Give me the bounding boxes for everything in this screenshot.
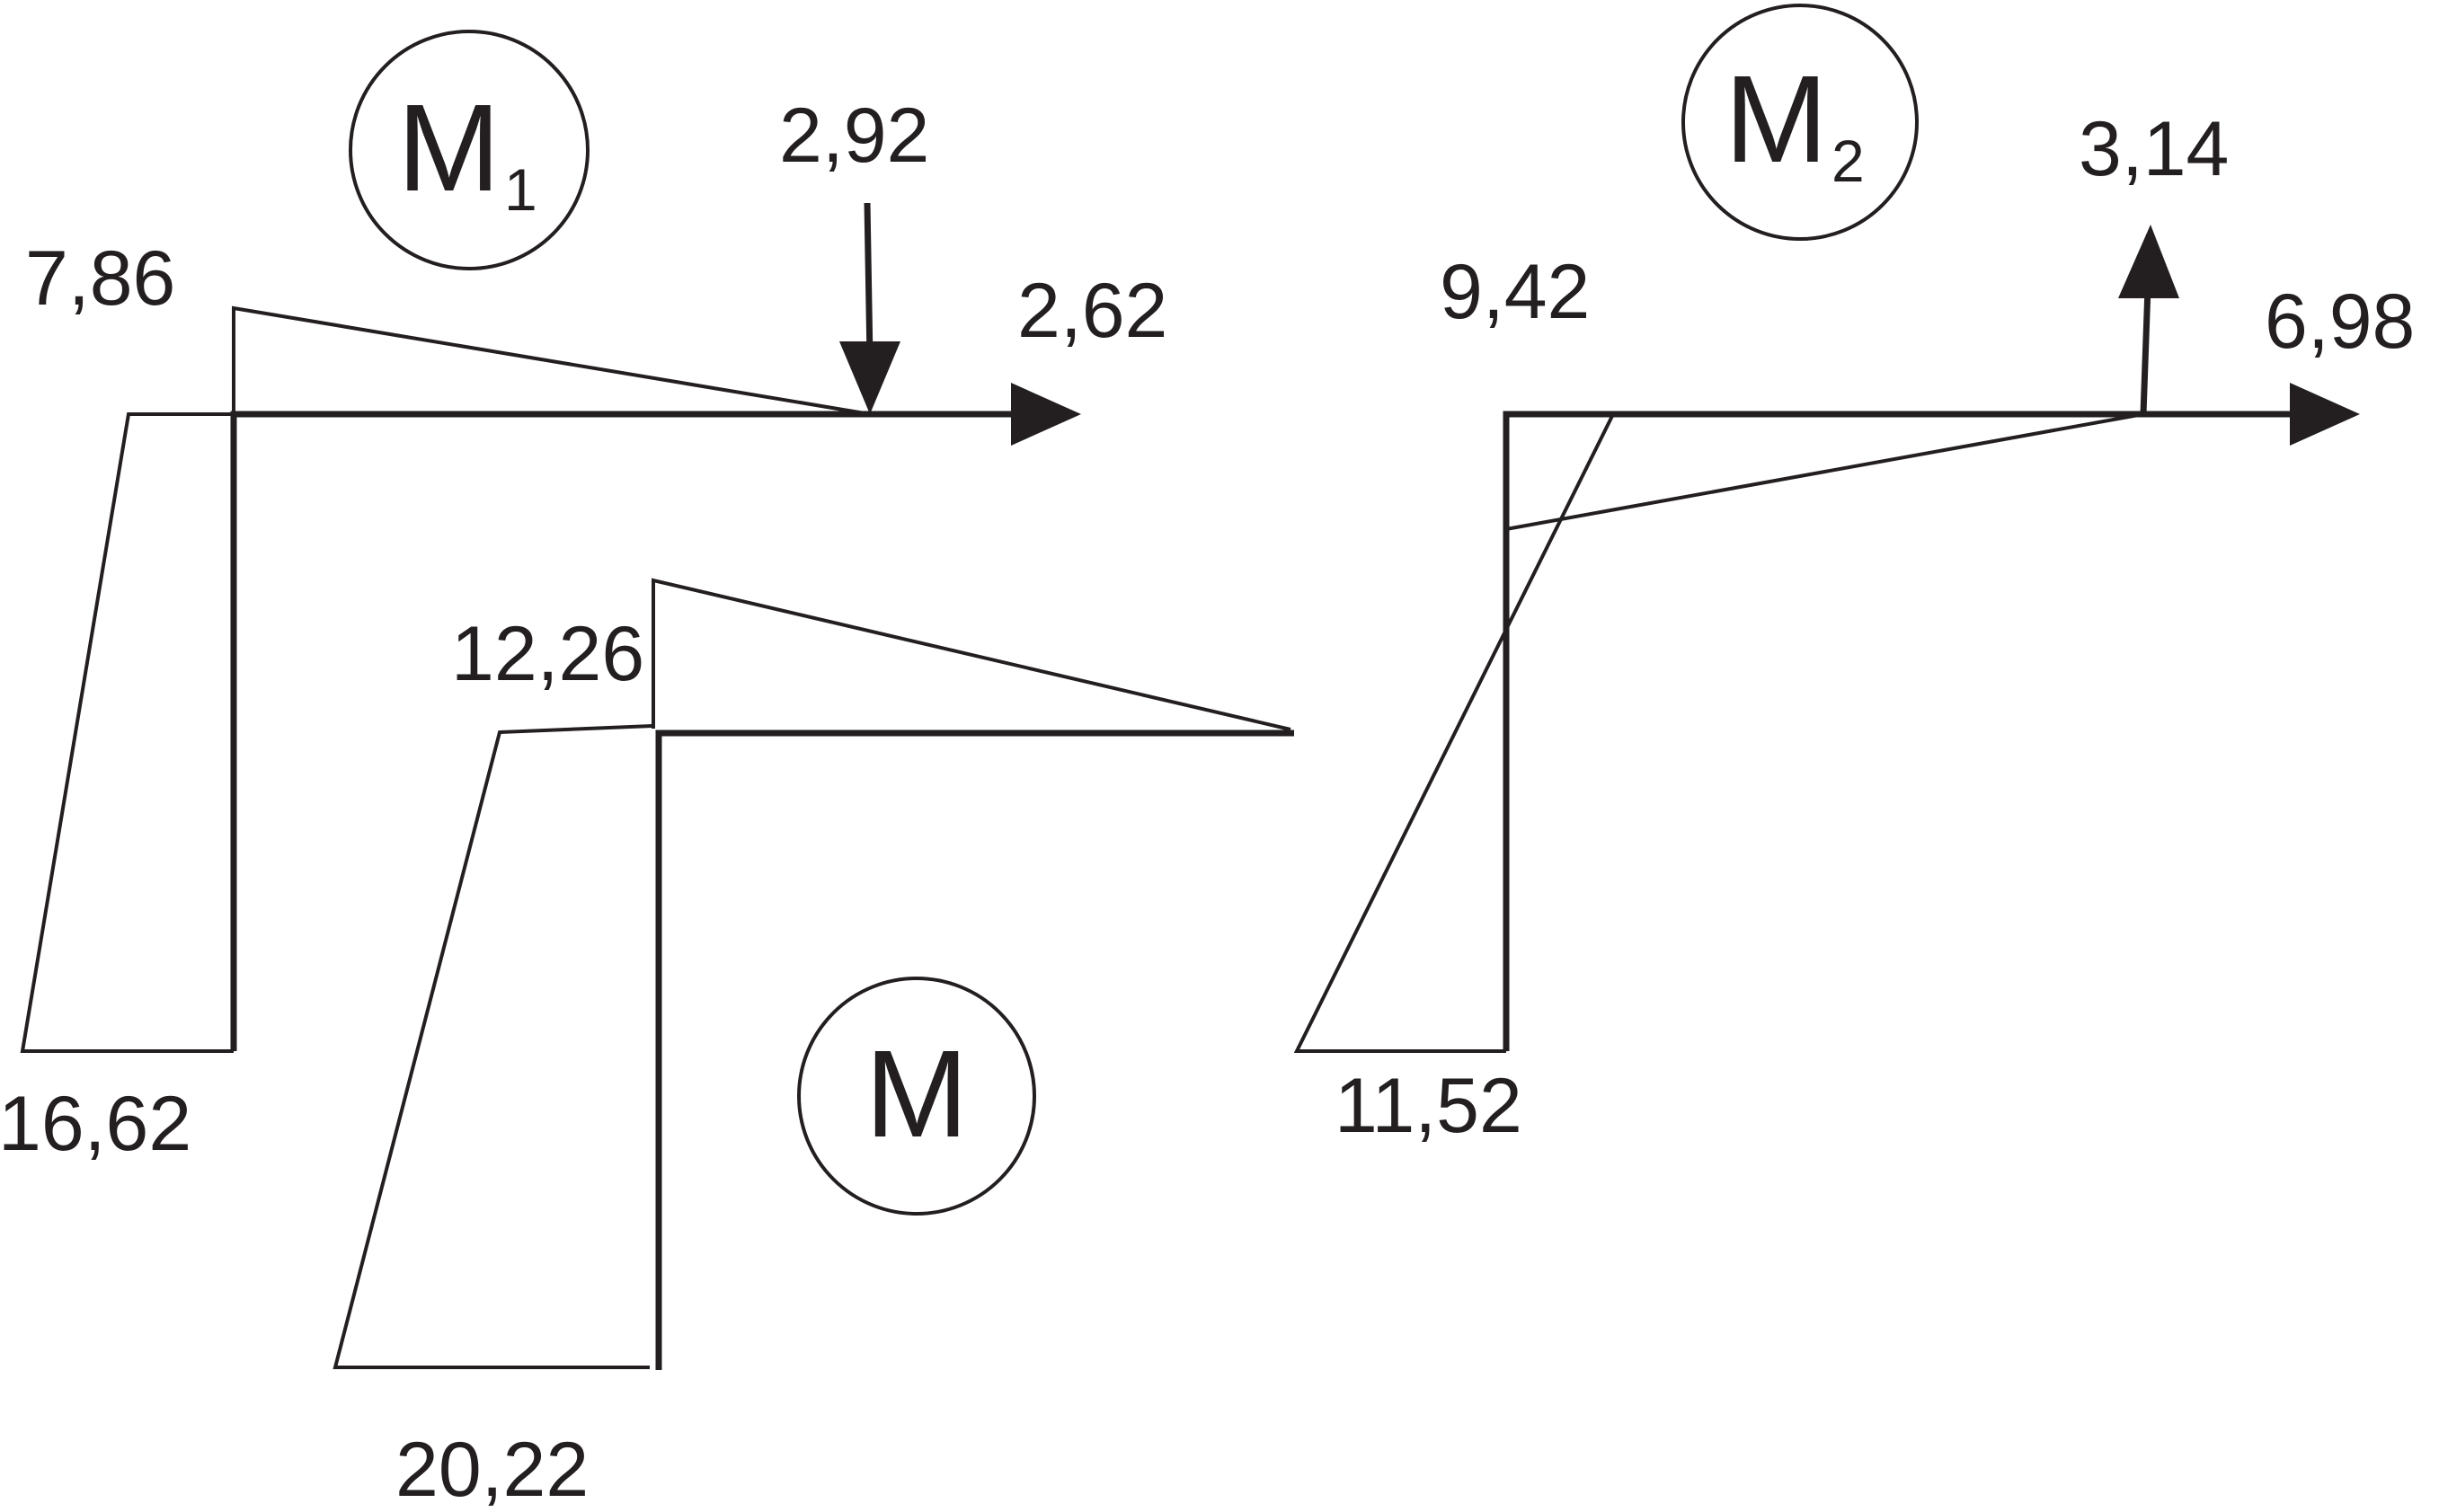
m1-vertical-force-arrow-shaft (864, 202, 874, 360)
m2-label-circle (1681, 4, 1919, 241)
m1-column-moment-outline (20, 412, 234, 1053)
m-value-column-top: 12,26 (451, 611, 644, 697)
m-label-circle (797, 977, 1036, 1216)
m1-value-horizontal-force: 2,62 (1017, 268, 1167, 354)
m-frame (655, 729, 1294, 1370)
m1-label-circle (349, 30, 590, 270)
m2-vertical-force-arrow-shaft (2140, 287, 2151, 415)
m2-value-column-top: 9,42 (1440, 249, 1590, 335)
diagram-m: M 12,26 20,22 (333, 578, 1294, 1512)
m1-value-vertical-force: 2,92 (779, 93, 929, 179)
m1-label: M1 (397, 79, 537, 223)
m1-horizontal-force-arrowhead (1011, 383, 1081, 446)
m2-value-vertical-force: 3,14 (2079, 106, 2229, 192)
m-label: M (865, 1025, 969, 1163)
m2-value-horizontal-force: 6,98 (2265, 279, 2415, 365)
m1-value-column-bottom: 16,62 (0, 1081, 191, 1167)
m2-beam-moment-outline (1505, 412, 2144, 531)
m1-beam-moment-outline (232, 305, 871, 416)
m1-value-column-top: 7,86 (25, 235, 175, 322)
m2-label: M2 (1725, 50, 1865, 194)
m2-frame (1503, 411, 2301, 1051)
m-value-column-bottom: 20,22 (395, 1427, 589, 1512)
m2-horizontal-force-arrowhead (2290, 383, 2360, 446)
m2-vertical-force-arrowhead (2118, 225, 2179, 298)
m2-value-column-bottom: 11,52 (1335, 1063, 1522, 1149)
m-beam-moment-outline (652, 578, 1291, 731)
diagram-m2: M2 9,42 11,52 3,14 6,98 (1293, 4, 2415, 1149)
diagram-m1: M1 7,86 16,62 2,92 2,62 (0, 30, 1167, 1167)
m2-column-moment-outline (1293, 413, 1615, 1053)
m1-vertical-force-arrowhead (839, 341, 900, 414)
m-column-moment-outline (333, 724, 653, 1369)
